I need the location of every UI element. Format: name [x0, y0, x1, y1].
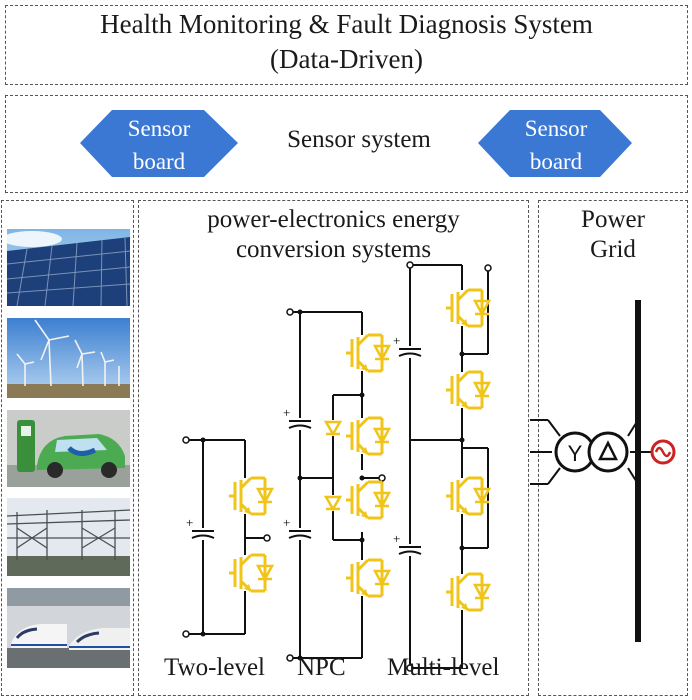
npc-label: NPC — [297, 654, 346, 681]
applications-box — [1, 200, 134, 696]
left-sensor-board-line2: board — [132, 149, 186, 174]
conversion-title-line2: conversion systems — [235, 236, 432, 263]
conversion-systems-box — [138, 200, 529, 696]
conversion-title-line1: power-electronics energy — [207, 206, 460, 233]
power-grid-box — [538, 200, 688, 696]
electric-vehicle-charging-photo — [7, 410, 130, 487]
right-sensor-board-line1: Sensor — [524, 116, 588, 141]
multi-level-label: Multi-level — [387, 654, 500, 681]
sensor-system-label: Sensor system — [287, 126, 431, 153]
left-sensor-board-line1: Sensor — [127, 116, 191, 141]
solar-panels-photo — [7, 229, 130, 306]
substation-photo — [7, 498, 130, 576]
two-level-label: Two-level — [164, 654, 265, 681]
high-speed-train-photo — [7, 588, 130, 668]
wind-turbines-photo — [7, 318, 130, 398]
right-sensor-board-line2: board — [529, 149, 583, 174]
system-title-line2: (Data-Driven) — [270, 44, 423, 74]
grid-title-line2: Grid — [590, 236, 636, 263]
grid-title-line1: Power — [581, 206, 645, 233]
sensor-system-box — [5, 95, 688, 193]
system-title-line1: Health Monitoring & Fault Diagnosis Syst… — [100, 9, 593, 39]
header-box — [5, 5, 688, 85]
